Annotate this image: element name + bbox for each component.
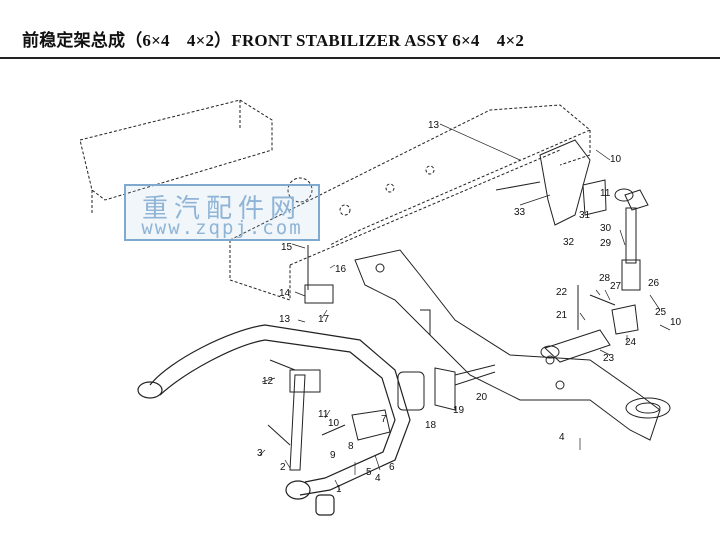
callout-23: 23 bbox=[603, 353, 615, 364]
callout-17: 17 bbox=[318, 314, 330, 325]
bracket-assembly bbox=[351, 364, 496, 441]
callout-7: 7 bbox=[381, 414, 387, 425]
callout-22: 22 bbox=[556, 287, 568, 298]
callout-11a: 11 bbox=[600, 188, 611, 199]
callout-6: 6 bbox=[389, 462, 395, 473]
callout-4b: 4 bbox=[559, 432, 565, 443]
callout-18: 18 bbox=[425, 420, 437, 431]
callout-30: 30 bbox=[600, 223, 612, 234]
callout-21: 21 bbox=[556, 310, 568, 321]
leader-lines bbox=[259, 123, 671, 491]
callout-5: 5 bbox=[366, 467, 372, 478]
stabilizer-bar bbox=[137, 324, 411, 516]
callout-10b: 10 bbox=[670, 317, 682, 328]
callout-15: 15 bbox=[281, 242, 293, 253]
callout-27: 27 bbox=[610, 281, 622, 292]
callout-10a: 10 bbox=[610, 154, 622, 165]
main-frame-rail bbox=[229, 104, 591, 301]
callout-10c: 10 bbox=[328, 418, 340, 429]
callout-13a: 13 bbox=[428, 120, 440, 131]
callout-24: 24 bbox=[625, 337, 637, 348]
callout-1: 1 bbox=[336, 484, 342, 495]
callout-25: 25 bbox=[655, 307, 667, 318]
callout-31: 31 bbox=[579, 210, 591, 221]
front-axle bbox=[354, 249, 671, 441]
callout-11b: 11 bbox=[318, 409, 329, 420]
callout-8: 8 bbox=[348, 441, 354, 452]
watermark-logo: 重汽配件网 www.zqpj.com bbox=[124, 184, 320, 241]
callout-14: 14 bbox=[279, 288, 291, 299]
callout-20: 20 bbox=[476, 392, 488, 403]
callout-4a: 4 bbox=[375, 473, 381, 484]
callout-13b: 13 bbox=[279, 314, 291, 325]
callout-19: 19 bbox=[453, 405, 465, 416]
shock-absorber bbox=[614, 188, 649, 291]
callout-29: 29 bbox=[600, 238, 612, 249]
title-underline bbox=[0, 57, 720, 59]
callout-26: 26 bbox=[648, 278, 660, 289]
callout-28: 28 bbox=[599, 273, 611, 284]
callout-32: 32 bbox=[563, 237, 575, 248]
callout-16: 16 bbox=[335, 264, 347, 275]
stabilizer-link bbox=[289, 245, 334, 471]
page-title: 前稳定架总成（6×4 4×2）FRONT STABILIZER ASSY 6×4… bbox=[22, 31, 525, 50]
watermark-url: www.zqpj.com bbox=[141, 217, 303, 239]
lower-link bbox=[540, 304, 639, 363]
callout-12: 12 bbox=[262, 376, 274, 387]
callouts: 1 2 3 4 4 5 6 7 8 9 10 10 10 11 11 12 13… bbox=[257, 120, 682, 495]
upper-bracket bbox=[539, 139, 607, 226]
callout-9: 9 bbox=[330, 450, 336, 461]
watermark-chinese-text: 重汽配件网 bbox=[141, 194, 302, 224]
callout-2: 2 bbox=[280, 462, 286, 473]
callout-3: 3 bbox=[257, 448, 263, 459]
left-frame-rail bbox=[79, 99, 273, 215]
callout-33: 33 bbox=[514, 207, 526, 218]
bolts bbox=[267, 181, 616, 446]
